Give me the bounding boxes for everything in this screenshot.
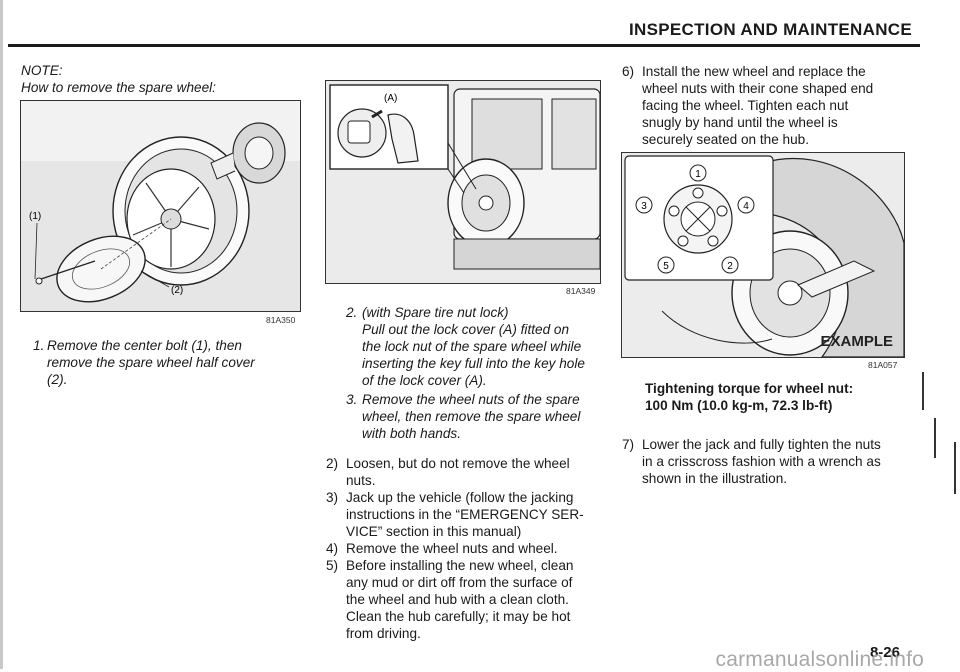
step-line: instructions in the “EMERGENCY SER- <box>346 507 584 522</box>
step-number: 6) <box>622 64 635 79</box>
change-bar <box>954 442 956 494</box>
step-line: wheel nuts with their cone shaped end <box>642 81 874 96</box>
step-line: snugly by hand until the wheel is <box>642 115 838 130</box>
step-number: 7) <box>622 437 635 452</box>
step-line: Lower the jack and fully tighten the nut… <box>642 437 881 452</box>
figure-code: 81A057 <box>868 360 898 370</box>
step-line: inserting the key full into the key hole <box>362 356 585 371</box>
step-1: 1. Remove the center bolt (1), then remo… <box>33 337 303 397</box>
section-header: INSPECTION AND MAINTENANCE <box>629 20 912 39</box>
step-line: remove the spare wheel half cover <box>47 355 255 370</box>
page-edge-shadow <box>0 0 3 669</box>
step-line: from driving. <box>346 626 421 641</box>
figure-label-1: (1) <box>29 211 41 222</box>
step-line: Clean the hub carefully; it may be hot <box>346 609 571 624</box>
lock-cover-illustration: (A) <box>326 81 600 283</box>
example-label: EXAMPLE <box>820 333 893 350</box>
step-number: 4) <box>326 541 339 556</box>
step-line: nuts. <box>346 473 376 488</box>
figure-label-2: (2) <box>171 285 183 296</box>
watermark: carmanualsonline.info <box>715 648 924 671</box>
step-number: 3. <box>346 392 358 407</box>
note-label: NOTE: <box>21 63 63 78</box>
step-6: 6) Install the new wheel and replace the… <box>622 63 912 149</box>
italic-step-2: 2. (with Spare tire nut lock) Pull out t… <box>346 304 606 390</box>
step-number: 2) <box>326 456 339 471</box>
nut-label: 4 <box>743 201 749 212</box>
step-line: Install the new wheel and replace the <box>642 64 866 79</box>
step-number: 3) <box>326 490 339 505</box>
step-line: of the lock cover (A). <box>362 373 487 388</box>
step-4: 4) Remove the wheel nuts and wheel. <box>326 540 606 557</box>
step-line: Loosen, but do not remove the wheel <box>346 456 570 471</box>
nut-label: 5 <box>663 261 669 272</box>
step-line: in a crisscross fashion with a wrench as <box>642 454 881 469</box>
step-line: securely seated on the hub. <box>642 132 810 147</box>
figure-tightening-pattern: 1 2 3 4 5 EXAMPLE <box>621 152 905 358</box>
step-line: facing the wheel. Tighten each nut <box>642 98 849 113</box>
nut-label: 3 <box>641 201 647 212</box>
torque-value: 100 Nm (10.0 kg-m, 72.3 lb-ft) <box>645 398 833 413</box>
change-bar <box>922 372 924 410</box>
step-3: 3) Jack up the vehicle (follow the jacki… <box>326 489 606 540</box>
figure-code: 81A349 <box>566 286 596 296</box>
step-line: Remove the wheel nuts of the spare <box>362 392 580 407</box>
step-line: Remove the center bolt (1), then <box>47 338 242 353</box>
step-line: (2). <box>47 372 68 387</box>
step-number: 5) <box>326 558 339 573</box>
step-number: 1. <box>33 338 45 353</box>
step-number: 2. <box>346 305 358 320</box>
step-line: with both hands. <box>362 426 461 441</box>
torque-title: Tightening torque for wheel nut: <box>645 381 854 396</box>
page-number: 8-26 <box>869 644 900 661</box>
step-line: Pull out the lock cover (A) fitted on <box>362 322 570 337</box>
step-7: 7) Lower the jack and fully tighten the … <box>622 436 914 488</box>
step-line: Before installing the new wheel, clean <box>346 558 574 573</box>
nut-label: 2 <box>727 261 733 272</box>
italic-step-3: 3. Remove the wheel nuts of the spare wh… <box>346 391 606 443</box>
step-2: 2) Loosen, but do not remove the wheel n… <box>326 455 606 489</box>
nut-label: 1 <box>695 169 701 180</box>
step-line: Remove the wheel nuts and wheel. <box>346 541 558 556</box>
step-5: 5) Before installing the new wheel, clea… <box>326 557 606 643</box>
step-line: the lock nut of the spare wheel while <box>362 339 582 354</box>
figure-label-a: (A) <box>384 93 397 104</box>
spare-wheel-illustration: (1) (2) <box>21 101 300 311</box>
step-line: the wheel and hub with a clean cloth. <box>346 592 569 607</box>
figure-spare-wheel-cover: (1) (2) <box>20 100 301 312</box>
step-line: VICE” section in this manual) <box>346 524 522 539</box>
tightening-pattern-illustration: 1 2 3 4 5 EXAMPLE <box>622 153 904 357</box>
note-subtitle: How to remove the spare wheel: <box>21 80 216 95</box>
figure-code: 81A350 <box>266 315 296 325</box>
step-line: (with Spare tire nut lock) <box>362 305 509 320</box>
step-line: any mud or dirt off from the surface of <box>346 575 573 590</box>
header-rule <box>8 44 920 47</box>
step-line: shown in the illustration. <box>642 471 788 486</box>
change-bar <box>934 418 936 458</box>
step-line: Jack up the vehicle (follow the jacking <box>346 490 574 505</box>
step-line: wheel, then remove the spare wheel <box>362 409 581 424</box>
figure-lock-cover: (A) <box>325 80 601 284</box>
